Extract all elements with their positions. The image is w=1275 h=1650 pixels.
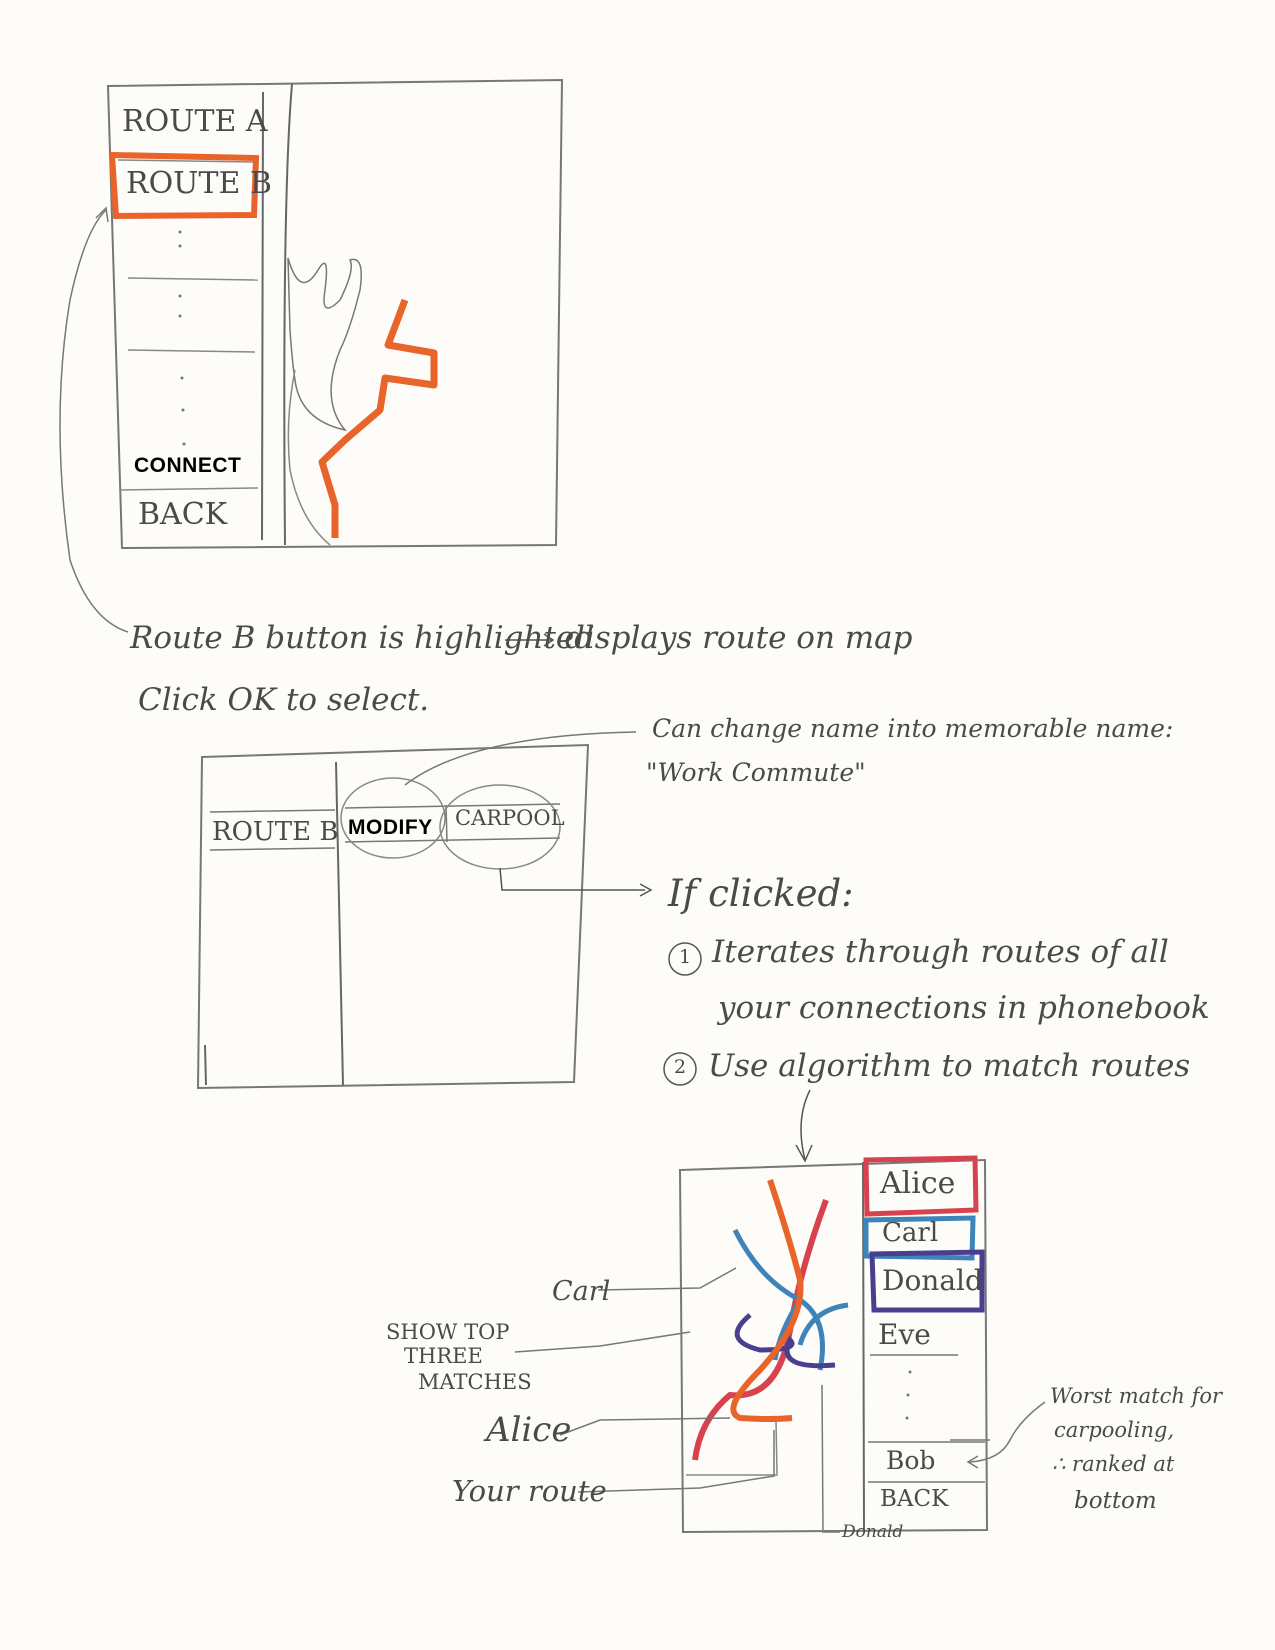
- screen2-sep: [445, 804, 448, 843]
- your-route-line: [730, 1179, 804, 1422]
- label-show-top-line2: THREE: [404, 1344, 483, 1368]
- donald-box: [869, 1249, 985, 1313]
- annotation-step1-line1: Iterates through routes of all: [712, 934, 1169, 970]
- match-item-donald[interactable]: Donald: [882, 1264, 983, 1297]
- arrow-head: [95, 206, 109, 223]
- carl-box: [863, 1215, 976, 1261]
- label-worst-line4: bottom: [1074, 1488, 1157, 1514]
- show-top-leader: [514, 1331, 691, 1353]
- match-item-eve[interactable]: Eve: [878, 1318, 931, 1351]
- match-item-carl[interactable]: Carl: [882, 1218, 939, 1248]
- annotation-work-commute: "Work Commute": [646, 758, 866, 787]
- donald-route-line: [734, 1313, 836, 1369]
- modify-button[interactable]: MODIFY: [348, 816, 433, 839]
- map-land-outline: [287, 257, 362, 432]
- donald-leader: [821, 1384, 840, 1533]
- map-coast-outline: [287, 369, 331, 546]
- screen3-inner-box: [686, 1419, 778, 1476]
- menu-item-route-b[interactable]: ROUTE B: [126, 166, 272, 201]
- algorithm-arrow: [800, 1089, 811, 1161]
- label-worst-line2: carpooling,: [1054, 1418, 1175, 1442]
- screen2-left-edge: [204, 1044, 207, 1086]
- screen3-ellipsis-dots: [905, 1370, 912, 1420]
- annotation-highlighted: Route B button is highlighted: [130, 620, 595, 656]
- back-button[interactable]: BACK: [138, 497, 228, 532]
- match-item-bob[interactable]: Bob: [886, 1446, 936, 1475]
- carl-leader: [597, 1267, 737, 1291]
- annotation-click-ok: Click OK to select.: [138, 682, 430, 718]
- your-route-leader: [577, 1430, 775, 1493]
- screen1-sep: [119, 487, 259, 491]
- screen1-sep: [127, 349, 256, 353]
- carpool-annotation-arrow: [499, 867, 645, 891]
- screen1-ellipsis-dots: [178, 230, 186, 446]
- carpool-button[interactable]: CARPOOL: [455, 806, 565, 830]
- step2-circle: [663, 1052, 697, 1086]
- match-item-alice[interactable]: Alice: [880, 1166, 956, 1201]
- arrow-head: [543, 633, 555, 647]
- alice-leader: [559, 1417, 731, 1436]
- screen1-map-edge: [283, 83, 293, 546]
- label-carl: Carl: [552, 1276, 611, 1307]
- annotation-step2-line1: Use algorithm to match routes: [708, 1048, 1191, 1084]
- screen2-divider: [335, 761, 344, 1086]
- label-worst-line1: Worst match for: [1050, 1384, 1223, 1408]
- connect-button[interactable]: CONNECT: [134, 454, 242, 477]
- map-route-b-line: [318, 298, 438, 538]
- label-donald: Donald: [842, 1522, 904, 1542]
- screen3-frame: [678, 1158, 989, 1534]
- menu-item-route-a[interactable]: ROUTE A: [122, 104, 268, 139]
- worst-match-arrow: [969, 1401, 1046, 1463]
- arrow-head: [795, 1144, 813, 1163]
- screen1-sep: [127, 277, 259, 281]
- screen1-menu-divider: [261, 91, 264, 541]
- step1-number: 1: [679, 946, 692, 968]
- label-show-top-line3: MATCHES: [418, 1370, 532, 1394]
- modify-circle: [340, 777, 446, 859]
- screen2-sep: [209, 847, 336, 851]
- annotation-if-clicked: If clicked:: [668, 872, 854, 915]
- step1-circle: [668, 942, 702, 976]
- screen2-sep: [209, 809, 336, 813]
- arrow-head: [639, 883, 653, 897]
- label-worst-line3: ∴ ranked at: [1052, 1452, 1175, 1476]
- screen1-sep: [117, 159, 259, 163]
- screen2-sep: [344, 803, 561, 809]
- label-your-route: Your route: [452, 1474, 607, 1508]
- arrow-head: [966, 1455, 979, 1469]
- annotation-displays-route: displays route on map: [565, 620, 913, 656]
- label-alice: Alice: [486, 1410, 572, 1450]
- label-show-top-line1: SHOW TOP: [386, 1320, 510, 1344]
- screen2-sep: [344, 837, 561, 843]
- screen2-route-b-label: ROUTE B: [212, 817, 339, 847]
- annotation-rename: Can change name into memorable name:: [652, 714, 1174, 743]
- screen1-frame: [106, 78, 564, 550]
- step2-number: 2: [674, 1056, 687, 1078]
- annotation1-curve-arrow: [59, 209, 129, 633]
- annotation-step1-line2: your connections in phonebook: [718, 990, 1210, 1026]
- modify-annotation-line: [404, 731, 637, 786]
- screen3-divider: [862, 1161, 865, 1531]
- alice-box: [863, 1155, 979, 1217]
- screen3-back-button[interactable]: BACK: [880, 1486, 949, 1512]
- screen2-frame: [196, 743, 590, 1090]
- route-b-highlight: [108, 151, 260, 220]
